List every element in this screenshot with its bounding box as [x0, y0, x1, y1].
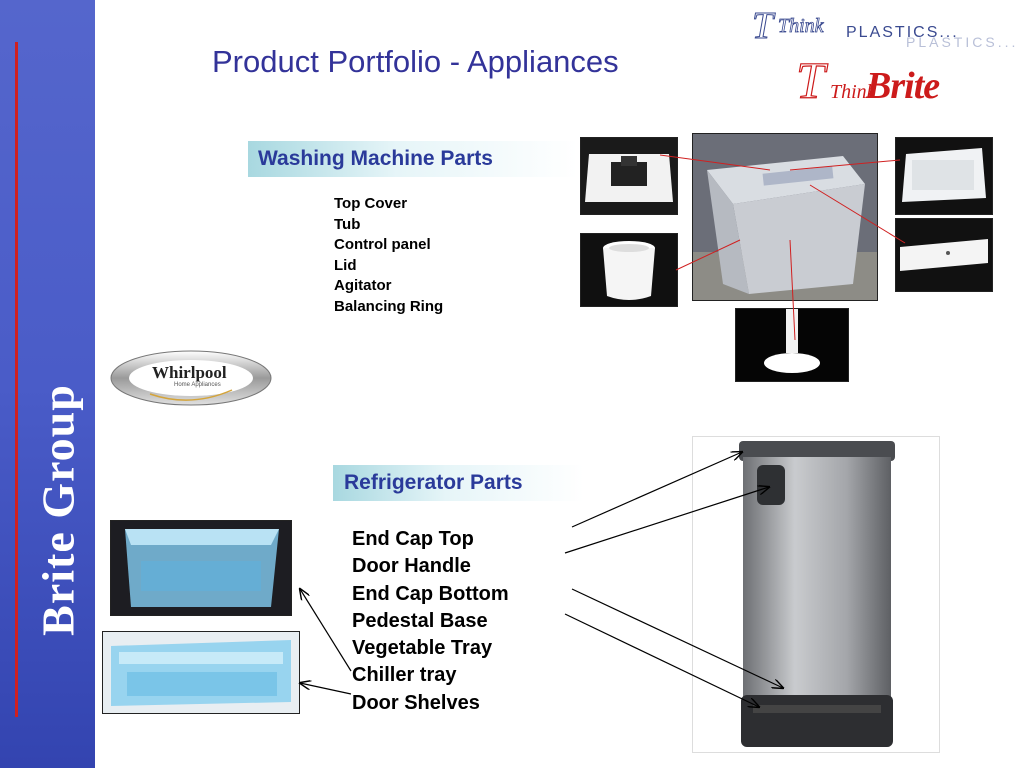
connector-line [789, 239, 796, 341]
vegetable-tray-photo [110, 520, 292, 616]
logo-plastics: PLASTICS... [846, 24, 959, 41]
list-item: Tub [334, 215, 361, 233]
arrow-end-cap-bottom [571, 588, 783, 688]
list-item: Pedestal Base [352, 609, 488, 632]
lid-image [900, 239, 988, 271]
control-panel-image [902, 148, 986, 202]
think-brite-logo: T Think T Think PLASTICS... PLASTICS... … [750, 2, 1022, 111]
chiller-tray-image [111, 640, 291, 706]
arrow-chiller-tray [300, 683, 352, 695]
list-item: Lid [334, 256, 357, 274]
arrow-pedestal-base [564, 613, 759, 707]
whirlpool-logo-tagline: Home Appliances [174, 382, 221, 388]
tub-image [603, 241, 655, 300]
list-item: Control panel [334, 236, 431, 253]
washing-machine-parts-list: Top Cover Tub Control panel Lid Agitator… [334, 194, 443, 317]
washing-machine-heading: Washing Machine Parts [248, 141, 578, 177]
refrigerator-photo [692, 436, 940, 753]
list-item: End Cap Top [352, 528, 474, 550]
connector-line [809, 184, 906, 244]
connector-line [659, 154, 771, 171]
logo-think-top: Think [778, 15, 825, 37]
svg-text:T: T [752, 5, 776, 47]
list-item: Agitator [334, 277, 392, 294]
refrigerator-heading: Refrigerator Parts [333, 465, 584, 501]
list-item: Chiller tray [352, 664, 457, 687]
lid-photo [895, 218, 993, 292]
refrigerator-parts-list: End Cap Top Door Handle End Cap Bottom P… [352, 526, 509, 717]
refrigerator-image [739, 441, 895, 747]
page-title: Product Portfolio - Appliances [212, 44, 619, 79]
logo-brite: Brite [866, 65, 940, 107]
list-item: Door Shelves [352, 691, 480, 714]
list-item: Balancing Ring [334, 297, 444, 315]
vegetable-tray-image [125, 529, 279, 607]
logo-plastics-shadow: PLASTICS... [906, 34, 1019, 50]
arrow-end-cap-top [571, 452, 742, 528]
connector-line [675, 239, 741, 271]
chiller-tray-photo [102, 631, 300, 714]
list-item: Top Cover [334, 195, 408, 212]
list-item: Door Handle [352, 555, 471, 578]
washing-machine-image [693, 156, 877, 300]
list-item: Vegetable Tray [352, 637, 493, 660]
arrow-vegetable-tray [300, 589, 352, 672]
arrow-door-handle [564, 487, 769, 554]
whirlpool-logo-text: Whirlpool [152, 363, 227, 382]
top-cover-photo [580, 137, 678, 215]
sidebar-divider [15, 42, 18, 717]
logo-swash-icon: T Think T Think [752, 5, 877, 111]
logo-think: Think [830, 81, 877, 103]
agitator-photo [735, 308, 849, 382]
svg-text:T: T [796, 53, 828, 110]
control-panel-photo [895, 137, 993, 215]
tub-photo [580, 233, 678, 307]
washing-machine-photo [692, 133, 878, 301]
connector-line [789, 159, 901, 171]
whirlpool-logo-icon [110, 350, 272, 406]
list-item: End Cap Bottom [352, 582, 509, 605]
agitator-image [764, 309, 820, 373]
top-cover-image [585, 154, 673, 202]
